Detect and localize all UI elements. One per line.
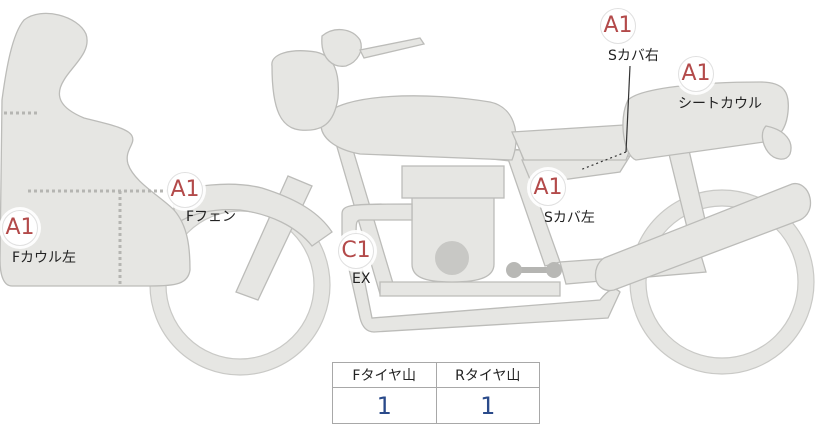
label-exhaust: EX: [352, 271, 371, 287]
fuel-tank: [320, 95, 517, 161]
rear-tire-header: Rタイヤ山: [435, 362, 540, 388]
exhaust-pipe: [341, 203, 621, 333]
tire-tread-table: Fタイヤ山 Rタイヤ山 1 1: [332, 362, 540, 424]
front-tire-header: Fタイヤ山: [332, 362, 437, 388]
grade-badge-f-fender: A1: [167, 172, 203, 208]
grade-badge-seat-cowl: A1: [678, 56, 714, 92]
label-s-cover-left: Sカバ左: [544, 210, 595, 226]
rear-tire-value: 1: [435, 387, 540, 424]
label-seat-cowl: シートカウル: [678, 96, 762, 112]
label-s-cover-right: Sカバ右: [608, 48, 659, 64]
front-tire-value: 1: [332, 387, 437, 424]
tire-table-header-row: Fタイヤ山 Rタイヤ山: [332, 362, 540, 388]
rear-wheel: [630, 190, 814, 374]
engine: [411, 194, 495, 283]
s-cover-right-leader: [625, 65, 631, 153]
grade-badge-s-cover-left: A1: [530, 170, 566, 206]
tire-table-value-row: 1 1: [332, 387, 540, 424]
tail-cover: [511, 123, 641, 161]
grade-badge-s-cover-right: A1: [600, 8, 636, 44]
grade-badge-exhaust: C1: [338, 233, 374, 269]
label-f-cowl-left: Fカウル左: [12, 250, 77, 266]
engine-cover: [435, 241, 469, 275]
front-cowl: [0, 12, 191, 287]
grade-badge-f-cowl-left: A1: [2, 210, 38, 246]
front-fender: [171, 183, 333, 247]
headlight: [271, 50, 340, 131]
label-f-fender: Fフェン: [186, 209, 237, 225]
handlebar: [321, 29, 362, 67]
muffler: [594, 182, 812, 292]
